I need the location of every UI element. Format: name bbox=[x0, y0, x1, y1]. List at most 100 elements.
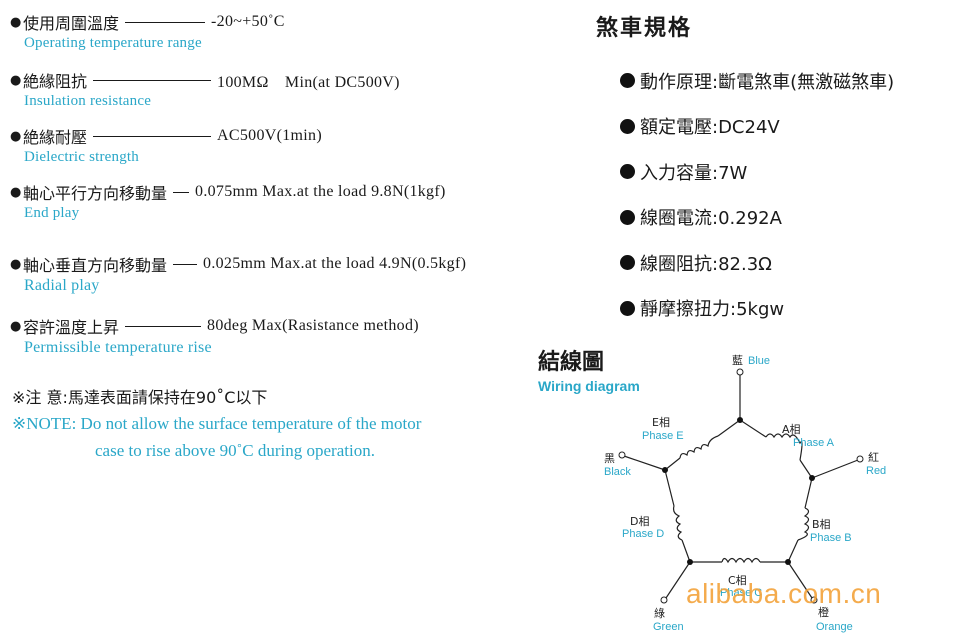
brake-item-current: 線圈電流:0.292A bbox=[620, 195, 894, 241]
wiring-title: 結線圖 bbox=[538, 350, 605, 375]
terminal-label-zh: 藍 bbox=[732, 354, 743, 367]
bullet-icon bbox=[620, 164, 635, 180]
leader-line bbox=[93, 135, 212, 137]
terminal-blue bbox=[736, 368, 744, 376]
brake-item-text: 線圈阻抗:82.3Ω bbox=[640, 253, 772, 275]
brake-item-text: 靜摩擦扭力:5kgw bbox=[640, 299, 785, 321]
spec-end-play: ● 軸心平行方向移動量 0.075mm Max.at the load 9.8N… bbox=[10, 180, 446, 222]
junction-dot bbox=[662, 467, 668, 473]
terminal-label-en: Orange bbox=[816, 621, 853, 633]
terminal-label-en: Black bbox=[604, 466, 631, 478]
phase-label-en: Phase E bbox=[642, 430, 684, 442]
spec-label-zh: 容許溫度上昇 bbox=[23, 318, 120, 337]
lead-red bbox=[811, 459, 859, 479]
note-en-line1: ※NOTE: Do not allow the surface temperat… bbox=[12, 414, 422, 433]
bullet-icon: ● bbox=[10, 128, 22, 144]
bullet-icon: ● bbox=[10, 72, 22, 88]
terminal-label-en: Red bbox=[866, 465, 886, 477]
phase-label-zh: D相 bbox=[630, 515, 649, 528]
spec-label-zh: 絶緣耐壓 bbox=[23, 128, 88, 147]
bullet-icon bbox=[620, 300, 635, 316]
junction-dot bbox=[785, 559, 791, 565]
terminal-orange bbox=[810, 596, 818, 604]
note-zh: ※注 意:馬達表面請保持在90˚C以下 bbox=[12, 388, 268, 407]
phase-label-en: Phase B bbox=[810, 532, 852, 544]
spec-list: ● 使用周圍溫度 -20~+50˚C Operating temperature… bbox=[10, 10, 285, 52]
brake-item-text: 線圈電流:0.292A bbox=[640, 208, 782, 230]
spec-row: ● 軸心垂直方向移動量 0.025mm Max.at the load 4.9N… bbox=[10, 252, 466, 276]
junction-dot bbox=[687, 559, 693, 565]
brake-title: 煞車規格 bbox=[596, 16, 693, 41]
spec-row: ● 絶緣阻抗 100MΩ Min(at DC500V) bbox=[10, 68, 400, 92]
bullet-icon: ● bbox=[10, 14, 22, 30]
terminal-label-zh: 綠 bbox=[654, 607, 665, 620]
lead-green bbox=[665, 561, 691, 599]
spec-label-zh: 絶緣阻抗 bbox=[23, 72, 88, 91]
terminal-label-zh: 紅 bbox=[868, 451, 879, 464]
terminal-label-en: Green bbox=[653, 621, 684, 633]
spec-label-en: End play bbox=[24, 205, 80, 221]
watermark: alibaba.com.cn bbox=[686, 578, 882, 609]
leader-line bbox=[173, 263, 198, 265]
terminal-red bbox=[856, 455, 864, 463]
phase-label-zh: C相 bbox=[728, 574, 747, 587]
junction-dot bbox=[809, 475, 815, 481]
spec-label-en: Radial play bbox=[24, 277, 100, 294]
spec-value: 0.075mm Max.at the load 9.8N(1kgf) bbox=[195, 183, 446, 200]
spec-value: AC500V(1min) bbox=[217, 127, 322, 144]
leader-line bbox=[93, 79, 212, 81]
coil-phase-c bbox=[721, 557, 761, 564]
spec-temp-rise: ● 容許溫度上昇 80deg Max(Rasistance method) Pe… bbox=[10, 314, 419, 357]
phase-label-en: Phase C bbox=[720, 587, 762, 599]
wire-edge-d bbox=[664, 469, 691, 563]
note-en: ※NOTE: Do not allow the surface temperat… bbox=[12, 410, 421, 464]
bullet-icon: ● bbox=[10, 256, 22, 272]
brake-item-torque: 靜摩擦扭力:5kgw bbox=[620, 286, 894, 332]
spec-label-en: Permissible temperature rise bbox=[24, 339, 212, 356]
wire-edge-a bbox=[739, 419, 813, 479]
spec-label-zh: 軸心平行方向移動量 bbox=[23, 184, 168, 203]
spec-operating-temp: ● 使用周圍溫度 -20~+50˚C bbox=[10, 10, 285, 34]
spec-row: ● 軸心平行方向移動量 0.075mm Max.at the load 9.8N… bbox=[10, 180, 446, 204]
brake-item-text: 動作原理:斷電煞車(無激磁煞車) bbox=[640, 71, 895, 93]
bullet-icon bbox=[620, 209, 635, 225]
brake-item-input: 入力容量:7W bbox=[620, 149, 894, 195]
terminal-black bbox=[618, 451, 626, 459]
coil-phase-a bbox=[765, 433, 803, 461]
junction-dot bbox=[737, 417, 743, 423]
spec-label-en: Dielectric strength bbox=[24, 149, 140, 165]
coil-phase-e bbox=[679, 435, 719, 459]
brake-item-text: 入力容量:7W bbox=[640, 162, 748, 184]
wire-edge-b bbox=[787, 477, 813, 563]
coil-phase-b bbox=[797, 507, 810, 541]
spec-value: 100MΩ Min(at DC500V) bbox=[217, 74, 400, 91]
spec-dielectric: ● 絶緣耐壓 AC500V(1min) Dielectric strength bbox=[10, 124, 322, 166]
leader-line bbox=[173, 191, 190, 193]
terminal-label-en: Blue bbox=[748, 355, 770, 367]
wiring-subtitle: Wiring diagram bbox=[538, 378, 640, 394]
spec-label-zh: 軸心垂直方向移動量 bbox=[23, 256, 168, 275]
wire-edge-e bbox=[664, 419, 741, 471]
brake-item-text: 額定電壓:DC24V bbox=[640, 117, 780, 139]
spec-value: 80deg Max(Rasistance method) bbox=[207, 317, 419, 334]
brake-item-resistance: 線圈阻抗:82.3Ω bbox=[620, 240, 894, 286]
terminal-label-zh: 黑 bbox=[604, 452, 615, 465]
bullet-icon bbox=[620, 118, 635, 134]
phase-label-zh: B相 bbox=[812, 518, 831, 531]
spec-radial-play: ● 軸心垂直方向移動量 0.025mm Max.at the load 4.9N… bbox=[10, 252, 466, 295]
spec-value: -20~+50˚C bbox=[211, 13, 285, 30]
spec-label-en: Operating temperature range bbox=[24, 35, 202, 51]
phase-label-zh: A相 bbox=[782, 423, 801, 436]
note-en-line2: case to rise above 90˚C during operation… bbox=[95, 441, 375, 460]
spec-label-zh: 使用周圍溫度 bbox=[23, 14, 120, 33]
spec-insulation: ● 絶緣阻抗 100MΩ Min(at DC500V) Insulation r… bbox=[10, 68, 400, 110]
lead-black bbox=[623, 455, 666, 471]
terminal-green bbox=[660, 596, 668, 604]
bullet-icon bbox=[620, 255, 635, 271]
terminal-label-zh: 橙 bbox=[818, 605, 829, 619]
bullet-icon: ● bbox=[10, 318, 22, 334]
spec-row: ● 絶緣耐壓 AC500V(1min) bbox=[10, 124, 322, 148]
leader-line bbox=[125, 325, 202, 327]
spec-row: ● 容許溫度上昇 80deg Max(Rasistance method) bbox=[10, 314, 419, 338]
